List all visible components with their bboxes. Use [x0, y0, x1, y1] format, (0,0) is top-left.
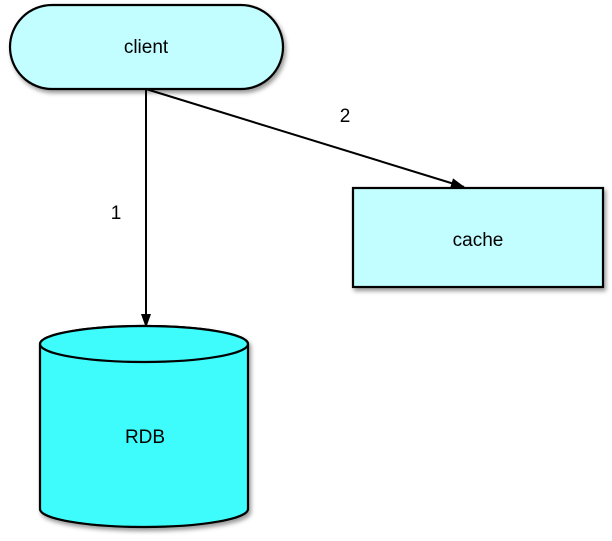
cache-node-label: cache — [453, 230, 504, 251]
cache-node-shape — [351, 186, 605, 289]
client-node-label: client — [124, 37, 169, 58]
cache-node: cache — [351, 186, 605, 289]
rdb-node-label: RDB — [125, 427, 165, 448]
rdb-node-top-ellipse — [38, 324, 250, 364]
edge-client-to-cache — [145, 88, 465, 188]
client-node-shape — [8, 3, 285, 91]
rdb-node: RDB — [38, 324, 250, 529]
edge-client-to-cache-label: 2 — [340, 106, 351, 127]
edge-client-to-rdb-label: 1 — [111, 203, 122, 224]
client-node: client — [8, 3, 285, 91]
